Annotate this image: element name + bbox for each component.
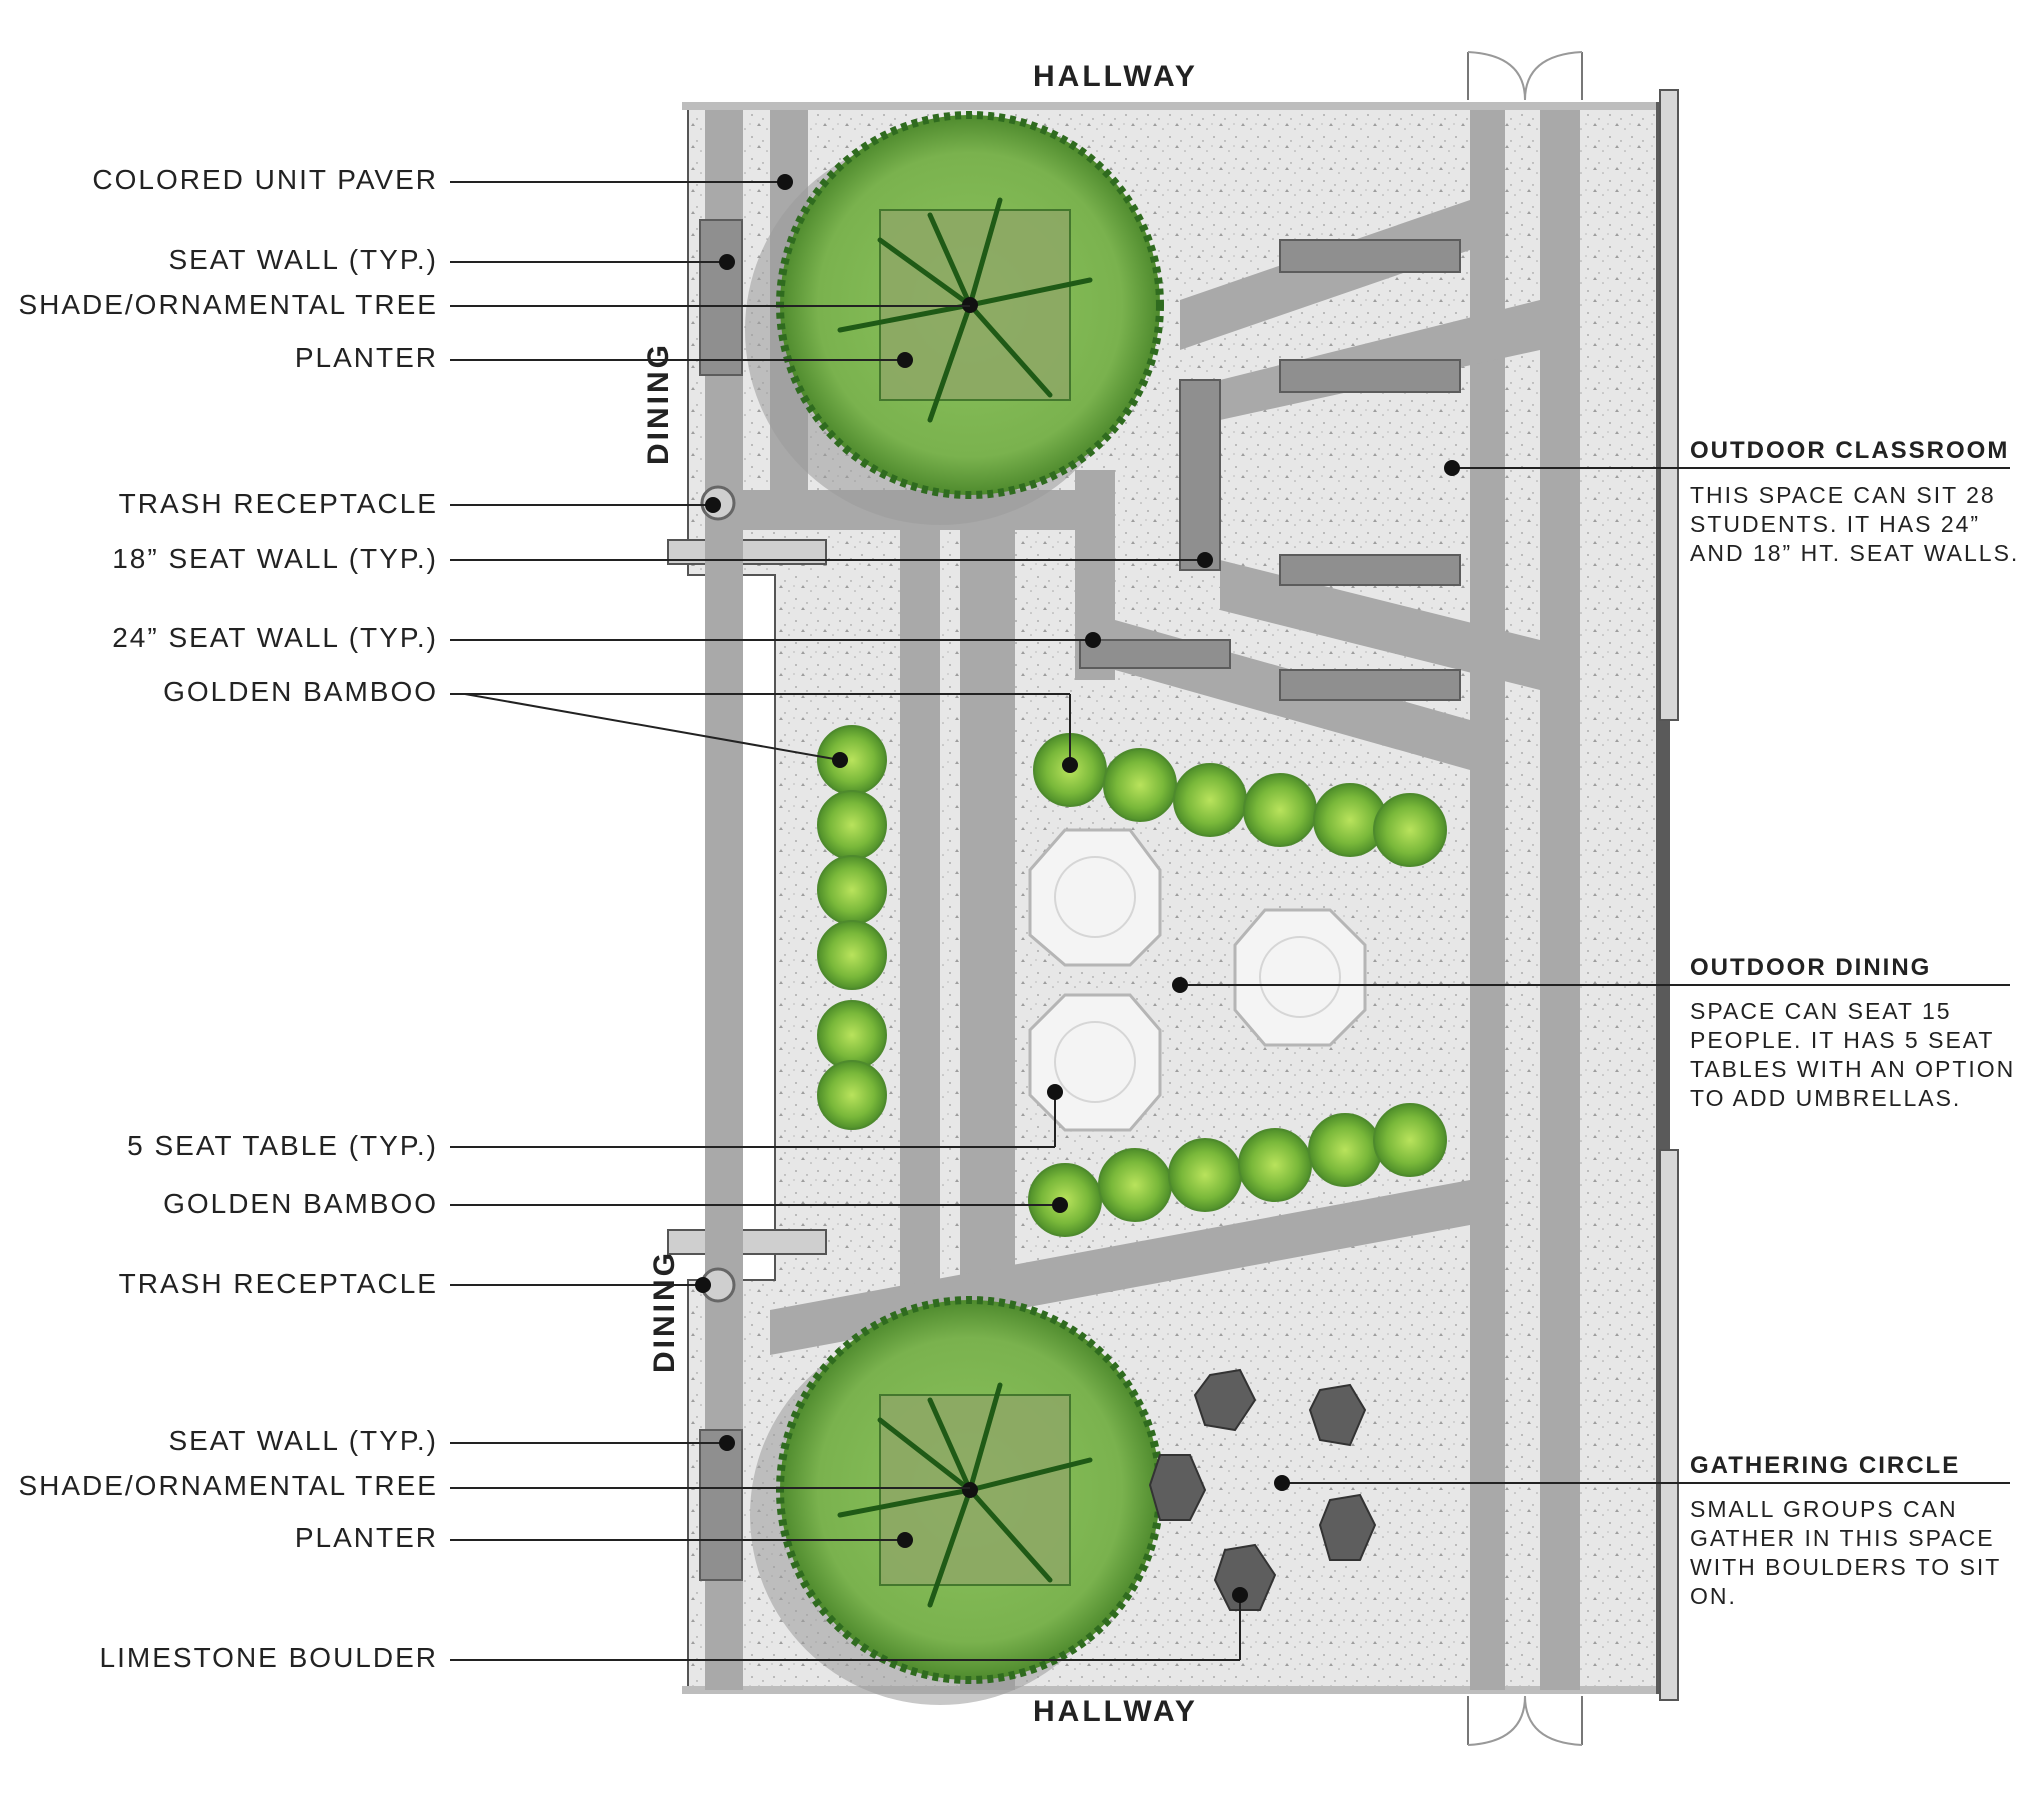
zone-outdoor-dining-title: OUTDOOR DINING xyxy=(1690,954,1932,981)
label-limestone-boulder: LIMESTONE BOULDER xyxy=(99,1642,438,1673)
leader-lines xyxy=(450,181,2010,1661)
hallway-top-label: HALLWAY xyxy=(1033,60,1198,93)
zone-outdoor-dining-desc: SPACE CAN SEAT 15 PEOPLE. IT HAS 5 SEAT … xyxy=(1690,998,2016,1111)
label-18-seat-wall: 18” SEAT WALL (TYP.) xyxy=(112,543,438,574)
five-seat-tables xyxy=(1028,828,1367,1132)
golden-bamboo-lower-row xyxy=(1028,1103,1447,1237)
hallway-bottom-label: HALLWAY xyxy=(1033,1695,1198,1728)
seat-walls xyxy=(699,219,1461,1581)
label-shade-tree-lower: SHADE/ORNAMENTAL TREE xyxy=(18,1470,438,1501)
label-colored-unit-paver: COLORED UNIT PAVER xyxy=(92,164,438,195)
label-trash-lower: TRASH RECEPTACLE xyxy=(118,1268,438,1299)
label-planter-upper: PLANTER xyxy=(294,342,438,373)
golden-bamboo-left xyxy=(817,725,887,1130)
shade-tree-lower xyxy=(776,1296,1164,1684)
label-seat-wall-upper: SEAT WALL (TYP.) xyxy=(168,244,438,275)
dining-lower-label: DINING xyxy=(648,1250,681,1373)
label-shade-tree-upper: SHADE/ORNAMENTAL TREE xyxy=(18,289,438,320)
zone-gathering-circle-desc: SMALL GROUPS CAN GATHER IN THIS SPACE WI… xyxy=(1690,1496,2001,1609)
leader-dots xyxy=(695,174,1460,1603)
zone-outdoor-classroom-desc: THIS SPACE CAN SIT 28 STUDENTS. IT HAS 2… xyxy=(1690,482,2020,566)
label-seat-wall-lower: SEAT WALL (TYP.) xyxy=(168,1425,438,1456)
label-golden-bamboo-lower: GOLDEN BAMBOO xyxy=(163,1188,438,1219)
label-five-seat-table: 5 SEAT TABLE (TYP.) xyxy=(127,1130,438,1161)
label-golden-bamboo-upper: GOLDEN BAMBOO xyxy=(163,676,438,707)
golden-bamboo-upper-row xyxy=(1033,733,1447,867)
label-24-seat-wall: 24” SEAT WALL (TYP.) xyxy=(112,622,438,653)
zone-outdoor-classroom-title: OUTDOOR CLASSROOM xyxy=(1690,437,2010,464)
zone-gathering-circle-title: GATHERING CIRCLE xyxy=(1690,1452,1961,1479)
limestone-boulders xyxy=(1148,1368,1377,1611)
dining-upper-label: DINING xyxy=(642,342,675,465)
label-planter-lower: PLANTER xyxy=(294,1522,438,1553)
label-trash-upper: TRASH RECEPTACLE xyxy=(118,488,438,519)
